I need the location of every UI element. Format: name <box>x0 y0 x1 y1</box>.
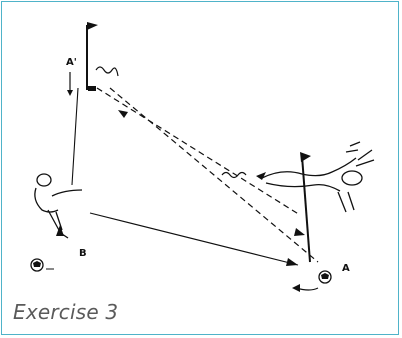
player-b-figure <box>35 174 82 238</box>
dribble-squiggle-a-prime <box>96 67 118 76</box>
a-prime-arrowhead <box>67 90 73 96</box>
dashed-arrowhead-bottom <box>294 228 305 236</box>
label-a: A <box>342 263 350 274</box>
dashed-line-upper <box>97 88 300 215</box>
pass-arrowhead <box>286 258 298 266</box>
ball-a-icon <box>319 271 331 283</box>
ball-a-arrowhead <box>292 284 300 292</box>
label-b: B <box>79 248 87 259</box>
flag-a-prime-icon <box>87 22 98 30</box>
dribble-arrowhead <box>256 172 266 180</box>
cone-a-prime <box>88 86 96 91</box>
dashed-line-lower <box>110 88 318 262</box>
flag-a-icon <box>300 152 311 162</box>
run-line-b-to-a-prime <box>72 88 78 185</box>
exercise-caption: Exercise 3 <box>13 300 118 324</box>
pass-line-b-to-a <box>90 213 298 265</box>
flag-pole-a <box>302 156 310 262</box>
ball-b-icon <box>31 259 54 271</box>
label-a-prime: A' <box>66 57 77 68</box>
dashed-arrowhead-top <box>118 110 128 118</box>
